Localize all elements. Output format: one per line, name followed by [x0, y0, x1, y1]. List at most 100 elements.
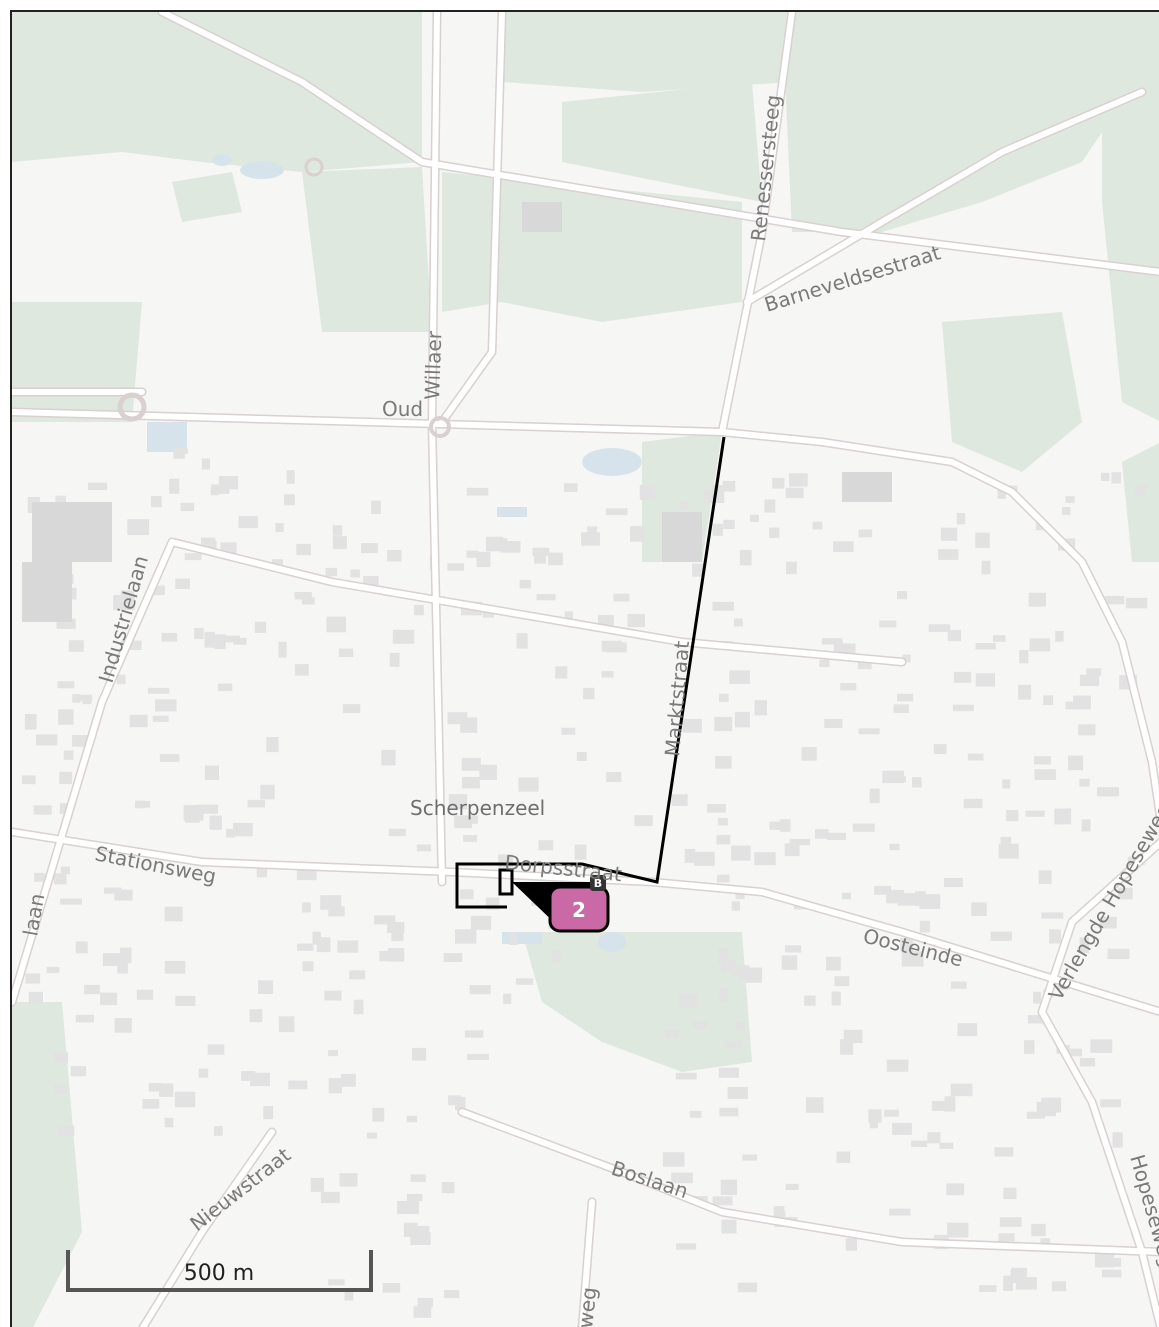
building — [576, 752, 587, 761]
building — [1006, 810, 1019, 822]
building — [801, 747, 817, 761]
building — [606, 772, 622, 783]
building — [210, 487, 230, 494]
building — [53, 873, 67, 885]
building — [990, 931, 1012, 941]
road-network — [12, 12, 1159, 1327]
building — [552, 950, 562, 963]
building — [1079, 674, 1100, 687]
building — [722, 480, 736, 492]
building — [933, 744, 947, 754]
building — [320, 1191, 340, 1204]
building — [1054, 808, 1072, 825]
building-large — [842, 472, 892, 502]
route-line — [455, 436, 726, 909]
building — [874, 885, 892, 895]
building — [745, 967, 763, 983]
building — [135, 800, 146, 809]
building — [806, 1097, 824, 1113]
building — [1003, 1187, 1017, 1199]
building — [1049, 929, 1061, 944]
building — [707, 804, 726, 813]
building — [412, 1225, 430, 1238]
building — [812, 521, 823, 530]
building — [994, 1147, 1014, 1157]
building — [975, 673, 995, 687]
building — [598, 615, 614, 627]
building — [731, 845, 751, 861]
building — [979, 1285, 997, 1292]
building — [164, 961, 186, 974]
building — [353, 999, 364, 1015]
building — [712, 1196, 733, 1206]
building — [136, 989, 154, 1000]
building — [869, 788, 880, 804]
building — [1028, 592, 1046, 607]
building — [180, 502, 195, 511]
green-areas — [12, 12, 1159, 1327]
building — [834, 976, 850, 987]
building — [719, 1107, 739, 1117]
building — [912, 777, 922, 788]
building — [509, 933, 518, 945]
building — [1019, 650, 1029, 664]
building — [467, 1053, 489, 1060]
building — [1029, 638, 1051, 652]
building — [254, 621, 267, 633]
building — [28, 991, 43, 1004]
building — [689, 1110, 702, 1118]
building — [1034, 769, 1056, 780]
building — [337, 940, 359, 953]
building — [201, 458, 210, 470]
building — [493, 538, 508, 550]
building — [328, 906, 345, 917]
building — [836, 1151, 851, 1163]
building — [414, 604, 424, 616]
building — [169, 478, 180, 494]
building — [250, 1072, 270, 1087]
building — [183, 805, 204, 821]
building — [102, 953, 122, 966]
building — [413, 1306, 432, 1318]
scale-bar-line — [66, 1250, 373, 1292]
map-canvas[interactable]: 2 B Renessersteeg Barneveldsestraat Will… — [12, 12, 1159, 1327]
building — [339, 1173, 358, 1187]
building — [382, 1283, 401, 1293]
building — [784, 945, 802, 953]
building — [455, 929, 477, 944]
building — [882, 770, 904, 784]
building — [536, 594, 556, 601]
building — [852, 823, 875, 832]
building — [324, 990, 342, 1001]
building — [344, 1288, 354, 1301]
building — [226, 828, 235, 838]
building — [60, 898, 82, 905]
building — [1038, 870, 1052, 884]
marker-badge[interactable] — [548, 885, 610, 933]
building — [919, 894, 941, 909]
building — [785, 487, 804, 499]
building — [998, 843, 1019, 859]
building — [950, 1083, 973, 1097]
map-view[interactable]: 2 B Renessersteeg Barneveldsestraat Will… — [10, 10, 1159, 1327]
location-marker[interactable]: 2 B — [512, 875, 610, 933]
building — [412, 1047, 427, 1061]
building — [868, 1109, 882, 1123]
scale-bar: 500 m — [66, 1250, 373, 1292]
building — [1065, 496, 1075, 503]
building — [967, 753, 984, 761]
building — [260, 784, 275, 800]
building — [326, 616, 346, 633]
building — [911, 1140, 928, 1147]
building — [719, 693, 729, 702]
building — [34, 872, 45, 882]
building — [786, 561, 797, 575]
building — [738, 965, 750, 980]
building — [833, 643, 856, 655]
building — [715, 756, 732, 769]
building — [676, 1243, 697, 1250]
building — [561, 727, 576, 735]
building-large — [22, 562, 72, 622]
building — [58, 1125, 75, 1136]
building — [1073, 695, 1091, 710]
